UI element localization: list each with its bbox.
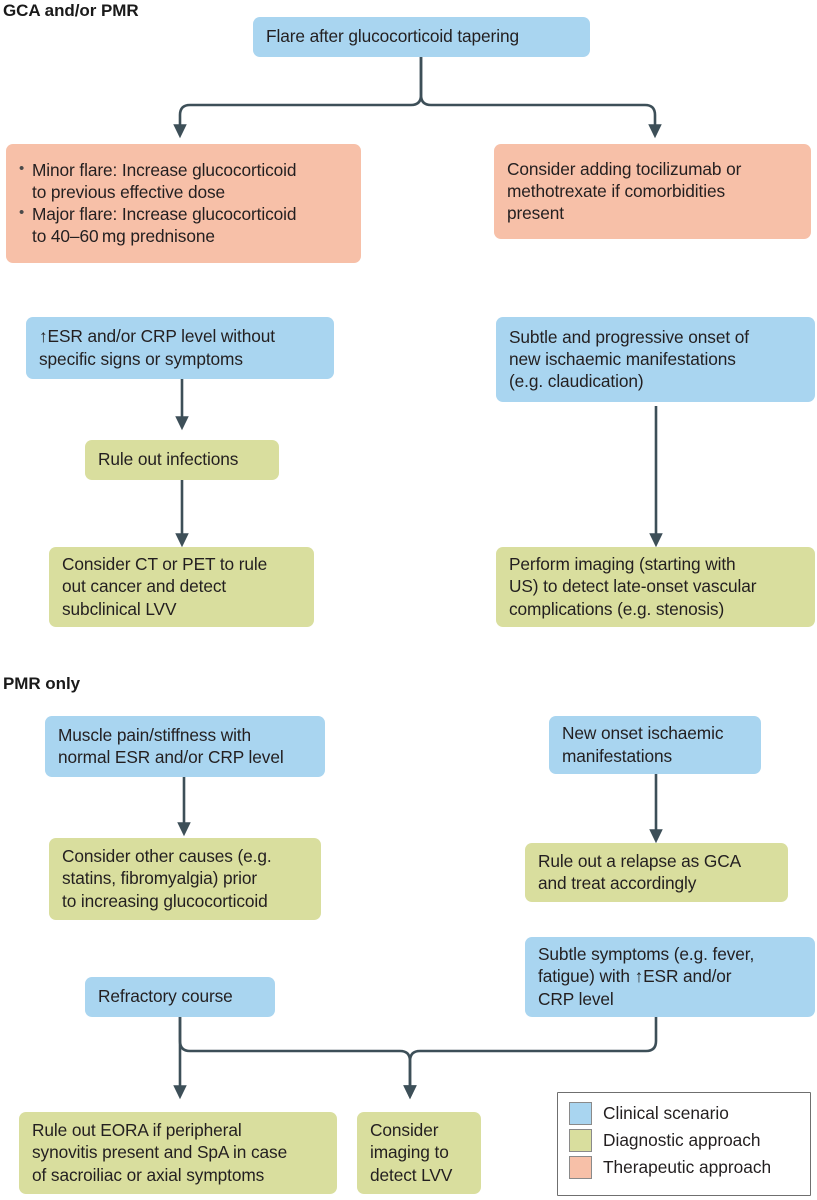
- node-musclepain-line-2: normal ESR and/or CRP level: [58, 747, 284, 767]
- bullet-major-line-1: Major flare: Increase glucocorticoid: [32, 204, 297, 224]
- node-subtle-symptoms[interactable]: Subtle symptoms (e.g. fever, fatigue) wi…: [525, 937, 815, 1017]
- node-imaginglvv-line-1: Consider: [370, 1120, 439, 1141]
- node-subtleprog-line-3: (e.g. claudication): [509, 371, 644, 392]
- node-flare-after-tapering[interactable]: Flare after glucocorticoid tapering: [253, 17, 590, 57]
- legend-swatch-clinical-icon: [569, 1102, 592, 1125]
- edge-refractory-to-imaging-lvv: [178, 1017, 417, 1100]
- node-performimaging-line-1: Perform imaging (starting with: [509, 554, 736, 575]
- node-othercauses-line-2: statins, fibromyalgia) prior: [62, 868, 258, 889]
- node-newonset-line-1: New onset ischaemic: [562, 723, 724, 744]
- bullet-major-flare-text: Major flare: Increase glucocorticoid to …: [32, 203, 348, 247]
- edge-flare-to-tocilizumab: [419, 57, 662, 139]
- node-infections-line-1: Rule out infections: [98, 449, 239, 470]
- node-imaginglvv-line-3: detect LVV: [370, 1164, 453, 1185]
- node-flare-treatment[interactable]: • Minor flare: Increase glucocorticoid t…: [6, 144, 361, 263]
- legend-label-clinical: Clinical scenario: [603, 1103, 729, 1124]
- section-title-pmr-only: PMR only: [3, 674, 81, 693]
- bullet-major-line-2: to 40–60 mg prednisone: [32, 226, 215, 247]
- node-ctpet-line-1: Consider CT or PET to rule: [62, 554, 268, 575]
- legend-item-clinical-scenario: Clinical scenario: [569, 1102, 798, 1125]
- node-performimaging-line-2: US) to detect late-onset vascular: [509, 576, 757, 597]
- node-relapse-line-2: and treat accordingly: [538, 873, 697, 893]
- node-eora-line-2: synovitis present and SpA in case: [32, 1142, 288, 1163]
- node-esr-line-2: specific signs or symptoms: [39, 348, 243, 369]
- node-tocilizumab-line-1: Consider adding tocilizumab or: [507, 158, 742, 179]
- bullet-dot-icon: •: [19, 159, 25, 177]
- node-consider-other-causes[interactable]: Consider other causes (e.g. statins, fib…: [49, 838, 321, 920]
- legend-item-therapeutic-approach: Therapeutic approach: [569, 1156, 798, 1179]
- node-perform-imaging[interactable]: Perform imaging (starting with US) to de…: [496, 547, 815, 627]
- legend-label-diagnostic: Diagnostic approach: [603, 1130, 761, 1151]
- edge-subtlesymptoms-to-imaging-lvv: [403, 1017, 658, 1100]
- node-subtlesymptoms-line-1: Subtle symptoms (e.g. fever,: [538, 944, 755, 965]
- node-subtlesymptoms-line-2: fatigue) with ↑ESR and/or: [538, 966, 732, 987]
- legend-swatch-diagnostic-icon: [569, 1129, 592, 1152]
- node-refractory-course[interactable]: Refractory course: [85, 977, 275, 1017]
- node-newonset-line-2: manifestations: [562, 745, 673, 766]
- node-performimaging-line-3: complications (e.g. stenosis): [509, 598, 725, 619]
- node-esr-line-1: ↑ESR and/or CRP level without: [39, 326, 275, 347]
- node-new-onset-ischaemic[interactable]: New onset ischaemic manifestations: [549, 716, 761, 774]
- node-musclepain-line-1: Muscle pain/stiffness with: [58, 724, 252, 745]
- legend-item-diagnostic-approach: Diagnostic approach: [569, 1129, 798, 1152]
- node-rule-out-relapse[interactable]: Rule out a relapse as GCA and treat acco…: [525, 843, 788, 902]
- node-ctpet-line-2: out cancer and detect: [62, 576, 227, 597]
- edge-flare-to-treatment: [173, 57, 423, 139]
- node-subtleprog-line-1: Subtle and progressive onset of: [509, 326, 749, 347]
- node-subtlesymptoms-line-3: CRP level: [538, 988, 614, 1009]
- node-tocilizumab-line-2: methotrexate if comorbidities: [507, 180, 726, 201]
- bullet-minor-line-2: to previous effective dose: [32, 181, 226, 202]
- section-title-gca-pmr: GCA and/or PMR: [3, 1, 139, 20]
- node-eora-line-3: of sacroiliac or axial symptoms: [32, 1164, 265, 1185]
- legend: Clinical scenario Diagnostic approach Th…: [557, 1092, 811, 1196]
- node-refractory-line-1: Refractory course: [98, 986, 233, 1007]
- node-muscle-pain-stiffness[interactable]: Muscle pain/stiffness with normal ESR an…: [45, 716, 325, 777]
- node-relapse-line-1: Rule out a relapse as GCA: [538, 850, 742, 871]
- bullet-major-flare: • Major flare: Increase glucocorticoid t…: [17, 203, 348, 247]
- node-tocilizumab-line-3: present: [507, 203, 564, 224]
- bullet-minor-flare-text: Minor flare: Increase glucocorticoid to …: [32, 159, 348, 203]
- node-imaginglvv-line-2: imaging to: [370, 1142, 449, 1163]
- node-eora-line-1: Rule out EORA if peripheral: [32, 1120, 242, 1141]
- node-subtleprog-line-2: new ischaemic manifestations: [509, 348, 736, 369]
- bullet-minor-line-1: Minor flare: Increase glucocorticoid: [32, 159, 297, 180]
- legend-swatch-therapeutic-icon: [569, 1156, 592, 1179]
- bullet-minor-flare: • Minor flare: Increase glucocorticoid t…: [17, 159, 348, 203]
- node-raised-esr-crp[interactable]: ↑ESR and/or CRP level without specific s…: [26, 317, 334, 379]
- node-add-tocilizumab[interactable]: Consider adding tocilizumab or methotrex…: [494, 144, 811, 239]
- legend-label-therapeutic: Therapeutic approach: [603, 1157, 772, 1178]
- node-subtle-progressive-onset[interactable]: Subtle and progressive onset of new isch…: [496, 317, 815, 402]
- node-othercauses-line-1: Consider other causes (e.g.: [62, 846, 272, 867]
- node-flare-line-1: Flare after glucocorticoid tapering: [266, 26, 519, 47]
- node-ctpet-line-3: subclinical LVV: [62, 598, 177, 619]
- node-rule-out-eora[interactable]: Rule out EORA if peripheral synovitis pr…: [19, 1112, 337, 1194]
- node-rule-out-infections[interactable]: Rule out infections: [85, 440, 279, 480]
- bullet-dot-icon: •: [19, 204, 25, 221]
- node-consider-imaging-lvv[interactable]: Consider imaging to detect LVV: [357, 1112, 481, 1194]
- node-othercauses-line-3: to increasing glucocorticoid: [62, 890, 268, 911]
- node-ct-or-pet[interactable]: Consider CT or PET to rule out cancer an…: [49, 547, 314, 627]
